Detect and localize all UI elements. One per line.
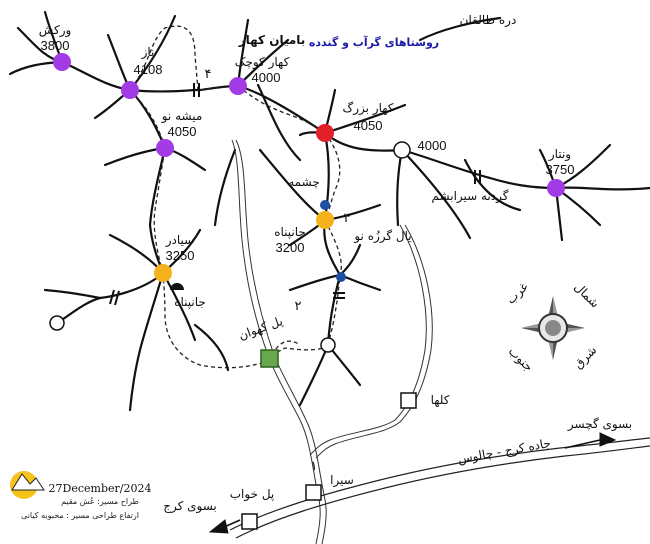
waypoint-west: [49, 315, 65, 331]
label-peak-4000: 4000: [418, 138, 447, 153]
credits-line2: ارتفاع طراحی مسیر : محبوبه کیانی: [21, 511, 139, 520]
label-vantar: ونتار: [548, 147, 571, 162]
label-gardane-sirabsham: گردنه سیرابشم: [432, 189, 509, 204]
label-be-sooye-karaj: بسوی کرج: [163, 499, 217, 514]
label-naz-alt: 4108: [134, 62, 163, 77]
stage-number-1: ۱: [311, 458, 318, 473]
label-kahar-kuchak-alt: 4000: [252, 70, 281, 85]
bridge-pol-kahvan: [260, 349, 279, 368]
label-varkesh: ورکش: [39, 23, 72, 38]
label-be-sooye-gachsar: بسوی گچسر: [567, 417, 632, 432]
label-kahar-bozorg-alt: 4050: [354, 118, 383, 133]
peak-vantar: [547, 179, 565, 197]
peak-kahar-bozorg: [316, 124, 334, 142]
label-kahar-bozorg: کهار بزرگ: [342, 101, 393, 116]
karaj-chalus-road: [229, 437, 650, 539]
label-misheh-no: میشه نو: [161, 109, 203, 124]
label-misheh-no-alt: 4050: [168, 124, 197, 139]
village-pol-khab: [241, 513, 258, 530]
label-dare-taleqan: دره طالقان: [460, 13, 517, 28]
village-sira: [305, 484, 322, 501]
credits-line1: طراح مسیر: عُش مقیم: [61, 497, 139, 506]
label-sira: سیرا: [330, 473, 354, 488]
label-varkesh-alt: 3800: [41, 38, 70, 53]
map-title: روستاهای گرآب و گندده: [309, 35, 439, 49]
label-siyador-alt: 3250: [166, 248, 195, 263]
stage-number-4: ۴: [205, 66, 212, 81]
label-cheshmeh: چشمه: [288, 175, 320, 189]
peak-naz: [121, 81, 139, 99]
label-kalha: کلها: [431, 393, 450, 407]
peak-siyador: [154, 264, 172, 282]
peak-misheh-no: [156, 139, 174, 157]
compass-south-label: جنوب: [505, 344, 536, 375]
pass-markers: [109, 83, 481, 306]
stage-number-3: ۳: [344, 210, 351, 225]
label-pol-khab: پل خواب: [230, 487, 275, 502]
shelter-icon: [170, 283, 184, 290]
compass-east-label: شرق: [571, 343, 600, 372]
label-jadeh: جاده کرج - چالوس: [457, 436, 552, 467]
peak-4000: [393, 141, 411, 159]
peaks: [49, 53, 565, 530]
compass-west-label: غرب: [504, 280, 532, 308]
label-vantar-alt: 3750: [546, 162, 575, 177]
label-siyador: سیادر: [165, 233, 194, 248]
spring-point-2: [336, 272, 346, 282]
peak-varkesh: [53, 53, 71, 71]
label-yal-gorzeh-no: یال گرزُه نو: [353, 229, 411, 244]
credits-date: 27December/2024: [49, 482, 152, 495]
label-janpanah-2: جانپناه: [174, 295, 206, 309]
logo: [10, 471, 45, 499]
label-janpanah-1-alt: 3200: [276, 240, 305, 255]
label-naz: ناز: [141, 45, 155, 60]
label-janpanah-1: جانپناه: [274, 225, 306, 239]
label-pol-kahvan: پل کهوان: [237, 314, 285, 344]
stage-number-2: ۲: [295, 298, 302, 313]
direction-arrows: [208, 432, 617, 534]
compass-north-label: شمال: [571, 280, 602, 311]
spring-point: [320, 200, 330, 210]
label-bamiyan-kahar: بامیان کهار: [238, 33, 306, 47]
waypoint-south: [320, 337, 336, 353]
label-kahar-kuchak: کهار کوچک: [235, 55, 290, 70]
compass: [521, 296, 585, 360]
village-kalha: [400, 392, 417, 409]
peak-kahar-kuchak: [229, 77, 247, 95]
shelter-janpanah: [316, 211, 334, 229]
